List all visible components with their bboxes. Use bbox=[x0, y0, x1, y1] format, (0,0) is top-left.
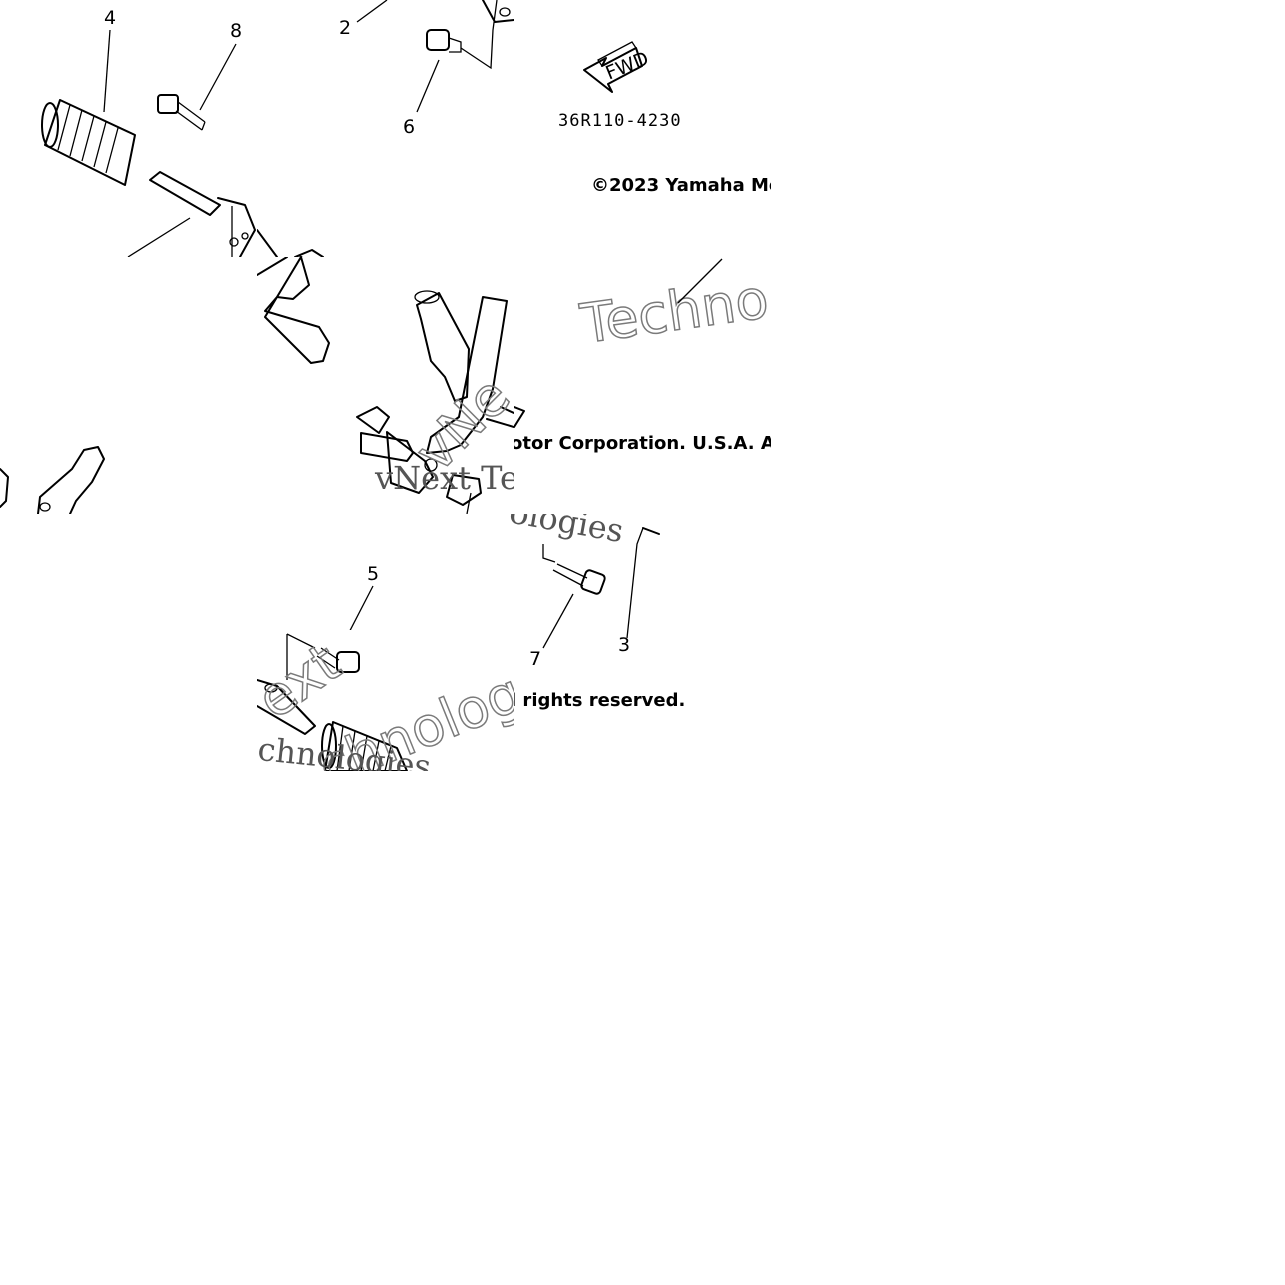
watermark-ologies: ologies bbox=[507, 514, 627, 550]
watermark-ext: ext bbox=[257, 631, 352, 732]
shift-lever-drawing bbox=[257, 257, 514, 514]
diagram-tile-top-left: 4 8 bbox=[0, 0, 257, 257]
drawing-code: 36R110-4230 bbox=[558, 111, 682, 131]
copyright-part-3: l rights reserved. bbox=[510, 690, 685, 711]
callout-6: 6 bbox=[403, 116, 415, 138]
copyright-part-2: otor Corporation. U.S.A. All bbox=[514, 433, 771, 454]
bolt-8-drawing bbox=[157, 94, 206, 131]
diagram-tile-center: vNext Tec vNe bbox=[257, 257, 514, 514]
footrest-rubber-lower-drawing bbox=[321, 721, 408, 771]
diagram-tile-middle-right: Techno otor Corporation. U.S.A. All bbox=[514, 257, 771, 514]
callout-3: 3 bbox=[618, 634, 630, 656]
callout-7: 7 bbox=[529, 648, 541, 670]
diagram-tile-top-middle: 2 6 bbox=[257, 0, 514, 257]
watermark-vnext: vNext Tec bbox=[374, 459, 514, 497]
fwd-arrow-icon bbox=[583, 41, 643, 93]
footrest-rubber-drawing bbox=[41, 99, 136, 186]
bolt-6-drawing bbox=[426, 29, 462, 53]
copyright-part-1: ©2023 Yamaha Mo bbox=[591, 175, 771, 196]
bolt-5-drawing bbox=[316, 647, 360, 673]
diagram-tile-lower: ologies 7 3 5 l rights reserved. bbox=[257, 514, 771, 771]
callout-5: 5 bbox=[367, 563, 379, 585]
bolt-7-drawing bbox=[552, 563, 606, 595]
watermark-techno: Techno bbox=[576, 267, 771, 356]
callout-2: 2 bbox=[339, 17, 351, 39]
callout-8: 8 bbox=[230, 20, 242, 42]
diagram-tile-bottom: ext chnologie chnologies bbox=[257, 630, 514, 771]
callout-4: 4 bbox=[104, 7, 116, 29]
diagram-tile-top-right: FWD 36R110-4230 ©2023 Yamaha Mo bbox=[514, 0, 771, 257]
diagram-tile-middle-left bbox=[0, 257, 257, 514]
